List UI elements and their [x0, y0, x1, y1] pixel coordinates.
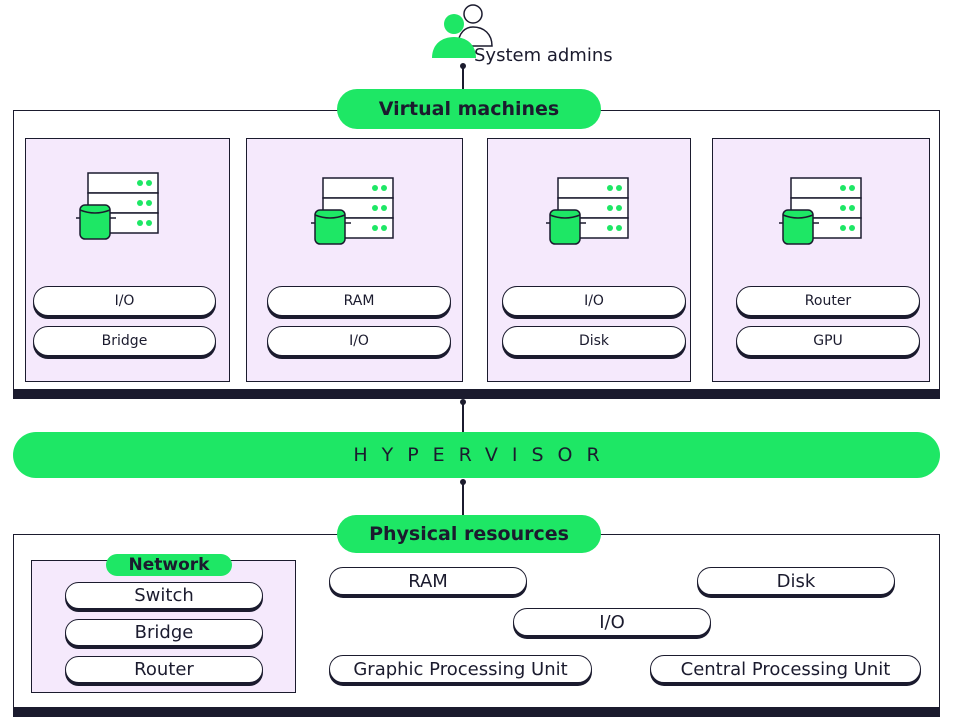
connector-line	[462, 402, 464, 432]
physical-resources-panel-base	[13, 707, 940, 717]
virtual-machines-title: Virtual machines	[337, 89, 601, 129]
server-icon	[76, 172, 159, 240]
vm-resource-tag: RAM	[267, 286, 451, 316]
server-icon	[311, 177, 394, 245]
network-item: Router	[65, 656, 263, 683]
connector-line	[462, 66, 464, 90]
vm-resource-tag: Router	[736, 286, 920, 316]
physical-resource-io: I/O	[513, 608, 711, 636]
vm-resource-tag: Bridge	[33, 326, 216, 356]
vm-resource-tag: I/O	[267, 326, 451, 356]
physical-resource-disk: Disk	[697, 567, 895, 595]
server-icon	[779, 177, 862, 245]
physical-resource-ram: RAM	[329, 567, 527, 595]
connector-line	[462, 482, 464, 516]
virtual-machines-panel-base	[13, 389, 940, 399]
network-item: Switch	[65, 582, 263, 609]
network-item: Bridge	[65, 619, 263, 646]
network-title: Network	[106, 554, 232, 576]
physical-resource-cpu: Central Processing Unit	[650, 655, 921, 683]
hypervisor-bar: HYPERVISOR	[13, 432, 940, 478]
vm-resource-tag: I/O	[33, 286, 216, 316]
server-icon	[546, 177, 629, 245]
physical-resources-title: Physical resources	[337, 515, 601, 553]
physical-resource-gpu: Graphic Processing Unit	[329, 655, 592, 683]
admins-label: System admins	[474, 45, 613, 66]
connector-dot	[460, 63, 466, 69]
vm-resource-tag: GPU	[736, 326, 920, 356]
users-icon	[432, 4, 493, 58]
vm-resource-tag: I/O	[502, 286, 686, 316]
vm-resource-tag: Disk	[502, 326, 686, 356]
